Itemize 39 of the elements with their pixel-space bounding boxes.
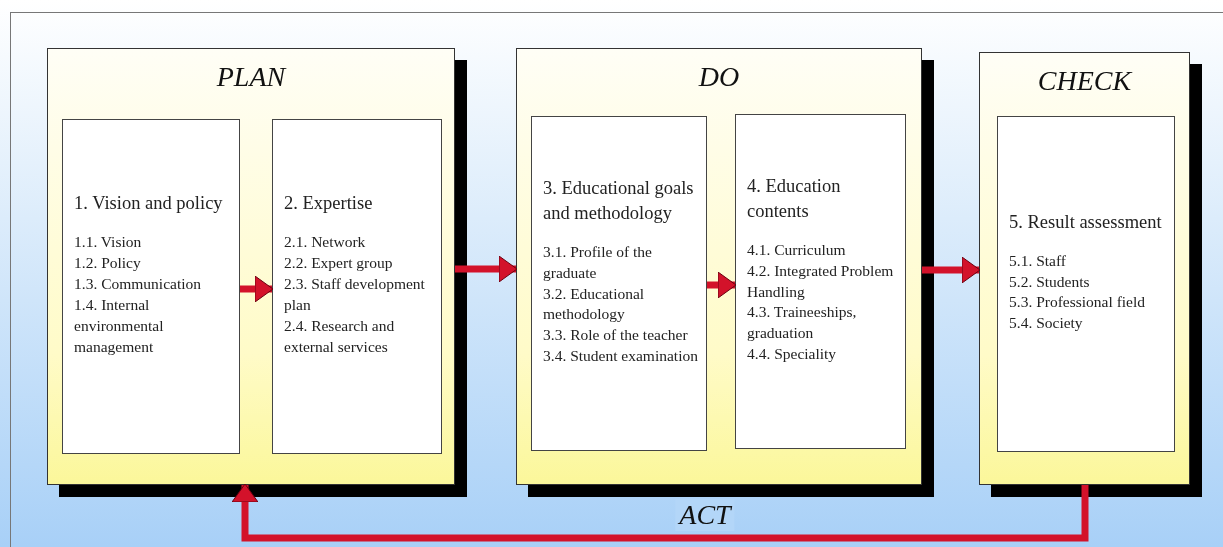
topic-item: 2.2. Expert group [284, 253, 394, 274]
topic-item: 2.3. Staff development plan [284, 274, 426, 315]
arrow [231, 483, 1089, 542]
topic-item: 1.3. Communication [74, 274, 202, 295]
topic-item: 1.4. Internal environmental management [74, 295, 165, 357]
topic-item: 3.3. Role of the teacher [543, 325, 689, 346]
topic-item: 4.4. Speciality [747, 344, 838, 365]
topic-item: 1.1. Vision [74, 232, 143, 253]
topic-item: 3.2. Educational methodology [543, 283, 646, 325]
topic-item: 5.3. Professional field [1009, 292, 1147, 313]
topic-item: 4.2. Integrated Problem Handling [747, 260, 895, 302]
topic-item: 4.1. Curriculum [747, 239, 847, 260]
topic-heading: 1. Vision and policy [74, 192, 224, 216]
topic-item: 5.4. Society [1009, 313, 1084, 334]
topic-item: 1.2. Policy [74, 253, 142, 274]
arrow [922, 256, 981, 284]
arrow [240, 275, 274, 303]
phase-title: DO [697, 61, 741, 93]
phase-title: CHECK [1036, 65, 1134, 97]
topic-item: 5.2. Students [1009, 271, 1091, 292]
topic-box [531, 116, 707, 451]
phase-title: PLAN [215, 61, 288, 93]
topic-box [997, 116, 1175, 452]
topic-box [735, 114, 906, 449]
topic-heading: 5. Result assessment [1009, 210, 1163, 234]
topic-heading: 3. Educational goals and methodology [543, 176, 695, 225]
topic-item: 4.3. Traineeships, graduation [747, 302, 858, 344]
edge-label: ACT [675, 499, 735, 531]
topic-box [62, 119, 240, 454]
topic-item: 3.1. Profile of the graduate [543, 241, 653, 283]
arrow [707, 271, 737, 299]
topic-heading: 4. Education contents [747, 174, 842, 223]
topic-item: 2.4. Research and external services [284, 315, 396, 357]
topic-item: 5.1. Staff [1009, 250, 1067, 271]
topic-box [272, 119, 442, 454]
topic-item: 3.4. Student examination [543, 346, 698, 367]
arrow [455, 255, 518, 283]
topic-item: 2.1. Network [284, 232, 367, 253]
topic-heading: 2. Expertise [284, 192, 374, 216]
